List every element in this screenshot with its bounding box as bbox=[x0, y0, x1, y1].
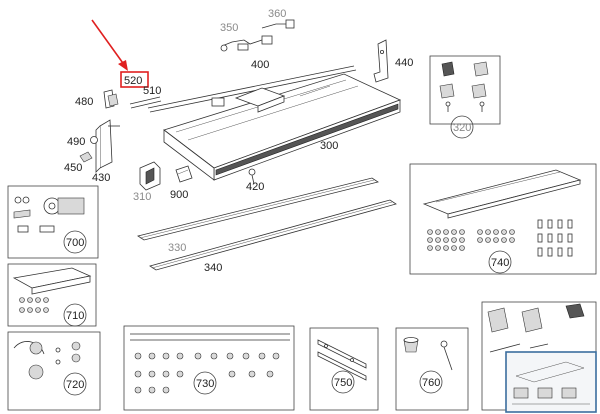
label-480: 480 bbox=[75, 96, 93, 108]
label-430: 430 bbox=[92, 172, 110, 184]
label-340: 340 bbox=[204, 262, 222, 274]
part-300-housing bbox=[163, 73, 402, 181]
label-320: 320 bbox=[453, 122, 471, 134]
label-520: 520 bbox=[124, 75, 142, 87]
label-730: 730 bbox=[196, 378, 214, 390]
label-510: 510 bbox=[143, 85, 161, 97]
part-490-450-screws bbox=[79, 125, 120, 163]
label-900: 900 bbox=[170, 189, 188, 201]
label-400: 400 bbox=[251, 59, 269, 71]
label-360: 360 bbox=[268, 8, 286, 20]
label-440: 440 bbox=[395, 57, 413, 69]
part-400-rail bbox=[147, 65, 357, 113]
label-750: 750 bbox=[334, 377, 352, 389]
part-labels: 350 360 400 440 520 480 510 320 490 450 … bbox=[64, 8, 509, 391]
part-510-rail bbox=[129, 96, 162, 109]
part-310-cap bbox=[139, 161, 161, 191]
kit-740-box bbox=[409, 163, 597, 275]
part-430-bracket bbox=[95, 119, 113, 173]
kit-700-box bbox=[7, 185, 99, 259]
part-900-label bbox=[175, 165, 193, 183]
label-760: 760 bbox=[422, 377, 440, 389]
label-490: 490 bbox=[67, 136, 85, 148]
part-480-clip bbox=[103, 89, 119, 109]
label-740: 740 bbox=[491, 257, 509, 269]
label-710: 710 bbox=[66, 310, 84, 322]
kit-320-box bbox=[429, 55, 501, 125]
label-700: 700 bbox=[66, 237, 84, 249]
label-350: 350 bbox=[220, 22, 238, 34]
label-450: 450 bbox=[64, 162, 82, 174]
part-420-screw bbox=[248, 168, 256, 185]
kit-730-box bbox=[123, 325, 295, 411]
label-310: 310 bbox=[133, 191, 151, 203]
part-330-rail bbox=[137, 177, 379, 241]
kit-710-box bbox=[7, 263, 97, 327]
diagram-thumbnail[interactable] bbox=[505, 351, 597, 413]
label-720: 720 bbox=[66, 379, 84, 391]
kit-end-cap-box bbox=[481, 301, 597, 411]
label-300: 300 bbox=[320, 140, 338, 152]
label-420: 420 bbox=[246, 181, 264, 193]
part-440-bracket bbox=[373, 39, 389, 83]
highlight-pointer bbox=[91, 19, 149, 88]
kit-720-box bbox=[7, 331, 101, 411]
part-340-rail bbox=[149, 199, 397, 271]
kit-750-box bbox=[309, 327, 379, 411]
kit-number-circles bbox=[63, 115, 512, 396]
label-330: 330 bbox=[168, 242, 186, 254]
part-350-360-cables bbox=[220, 19, 295, 52]
kit-760-box bbox=[395, 327, 469, 411]
